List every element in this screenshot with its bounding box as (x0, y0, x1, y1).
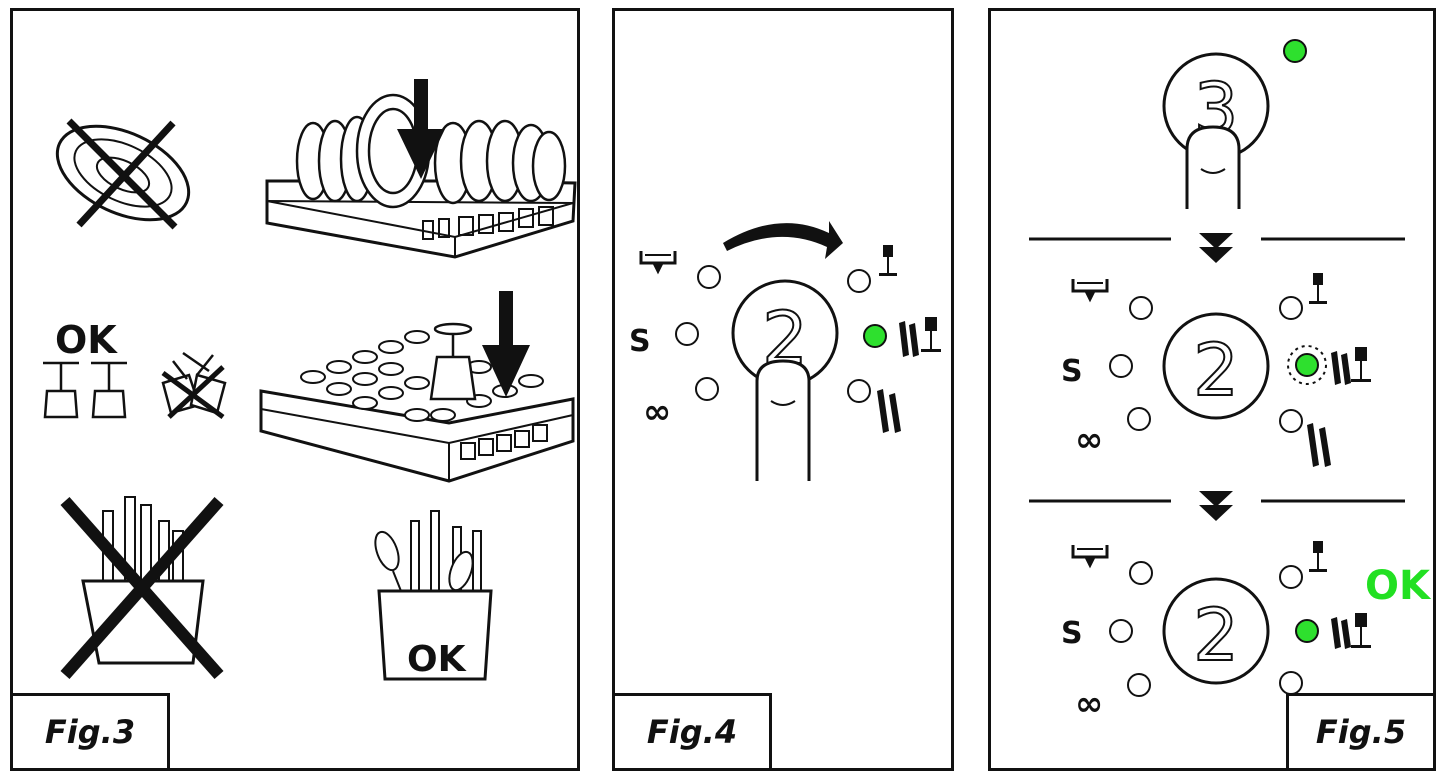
figure-3-drawing: OK (43, 79, 577, 681)
led-indicator-blinking-icon (1295, 353, 1319, 377)
glass-and-cutlery-icon (899, 317, 941, 357)
button-number: 2 (1193, 593, 1239, 677)
glass-rack-icon (259, 322, 575, 483)
led-indicator-active-icon (863, 324, 887, 348)
figure-5-drawing: 3 S ∞ 2 (1029, 39, 1432, 724)
led-indicator-icon (847, 269, 871, 293)
led-indicator-icon (1279, 409, 1303, 433)
curved-arrow-icon (723, 221, 843, 259)
water-level-icon (1071, 545, 1109, 569)
led-indicator-icon (1129, 296, 1153, 320)
crossed-plate-icon (55, 118, 191, 230)
double-down-arrow-icon (1199, 491, 1233, 521)
wine-glass-icon (879, 245, 897, 276)
led-indicator-icon (847, 379, 871, 403)
glass-and-cutlery-icon (1331, 347, 1371, 385)
double-down-arrow-icon (1199, 233, 1233, 263)
svg-text:S: S (629, 324, 651, 359)
led-indicator-active-icon (1295, 619, 1319, 643)
down-arrow-icon (482, 291, 530, 397)
figure-3-label: Fig.3 (10, 693, 170, 771)
led-indicator-icon (1109, 619, 1133, 643)
ok-label-glasses: OK (55, 318, 118, 362)
figure-5-label: Fig.5 (1286, 693, 1436, 771)
upside-down-glasses-icon (43, 361, 127, 419)
wine-glass-icon (1309, 541, 1327, 572)
plate-rack-icon (265, 93, 577, 259)
ok-confirmation-label: OK (1365, 563, 1432, 609)
figure-4-panel: S ∞ 2 (612, 8, 954, 771)
led-indicator-icon (1279, 296, 1303, 320)
infinity-icon: ∞ (1075, 684, 1103, 724)
cutlery-basket-icon: OK (374, 510, 493, 681)
program-button[interactable] (1162, 312, 1270, 420)
program-button[interactable] (1162, 577, 1270, 685)
led-indicator-icon (1279, 565, 1303, 589)
led-indicator-icon (1127, 407, 1151, 431)
crossed-cutlery-basket-icon (60, 496, 224, 679)
svg-text:∞: ∞ (643, 392, 671, 432)
led-indicator-active-icon (1283, 39, 1307, 63)
button-number: 2 (1193, 328, 1239, 412)
finger-icon (1185, 125, 1241, 209)
figure-3-panel: OK (10, 8, 580, 771)
figure-4-drawing: S ∞ 2 (629, 221, 941, 481)
water-level-icon (1071, 279, 1109, 303)
led-indicator-icon (1279, 671, 1303, 695)
glass-and-cutlery-icon (1331, 613, 1371, 649)
finger-icon (755, 359, 811, 481)
regeneration-icon: S (1061, 616, 1083, 651)
led-indicator-icon (1109, 354, 1133, 378)
cutlery-icon (1307, 423, 1331, 467)
led-indicator-icon (695, 377, 719, 401)
crossed-glasses-icon (161, 351, 227, 420)
led-indicator-icon (675, 322, 699, 346)
blink-rays-icon (1287, 345, 1327, 385)
cutlery-icon (877, 389, 901, 433)
regeneration-icon: S (629, 324, 651, 359)
figure-5-panel: 3 S ∞ 2 (988, 8, 1436, 771)
led-indicator-icon (697, 265, 721, 289)
led-indicator-icon (1127, 673, 1151, 697)
infinity-icon: ∞ (1075, 420, 1103, 460)
led-indicator-icon (1129, 561, 1153, 585)
infinity-icon: ∞ (643, 392, 671, 432)
down-arrow-icon (397, 79, 445, 179)
water-level-icon (639, 251, 677, 275)
wine-glass-icon (1309, 273, 1327, 304)
figure-4-label: Fig.4 (612, 693, 772, 771)
ok-label-cutlery: OK (407, 639, 467, 680)
regeneration-icon: S (1061, 354, 1083, 389)
